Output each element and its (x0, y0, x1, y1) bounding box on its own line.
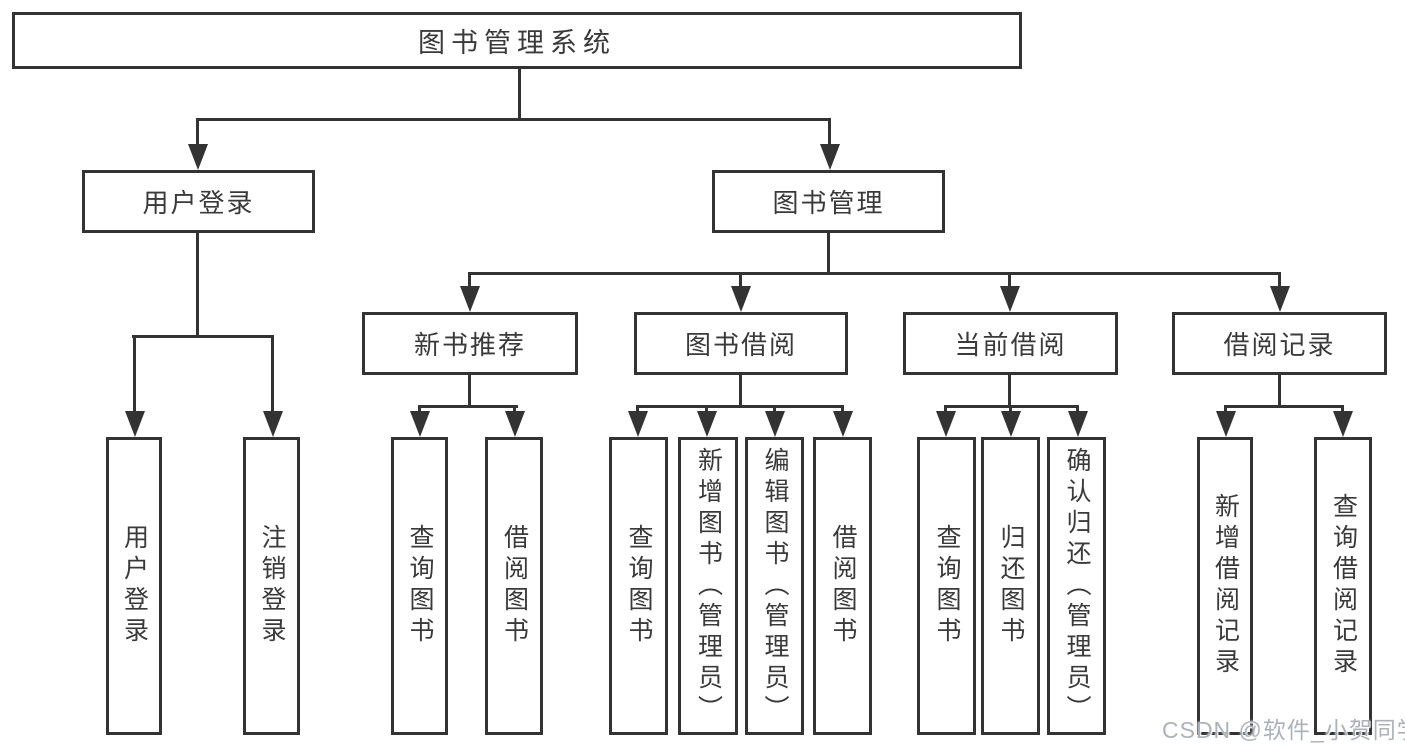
arrow-to-leaf-query-book-2 (627, 405, 648, 437)
arrow-to-leaf-confirm-return (1067, 405, 1088, 437)
node-root: 图书管理系统 (12, 12, 1022, 69)
leaf-add-borrow-record: 新增借阅记录 (1197, 437, 1253, 735)
arrow-to-current-borrow (999, 272, 1020, 312)
leaf-borrow-book-1-label: 借阅图书 (500, 524, 529, 648)
node-root-label: 图书管理系统 (418, 28, 616, 58)
leaf-query-book-3: 查询图书 (917, 437, 976, 735)
leaf-return-book: 归还图书 (981, 437, 1040, 735)
arrow-to-leaf-logout (262, 335, 283, 437)
connector-borrow-records-rail (1224, 405, 1343, 408)
leaf-return-book-label: 归还图书 (997, 524, 1025, 648)
connector-book-mgmt-rail (468, 272, 1281, 275)
node-current-borrow-label: 当前借阅 (954, 330, 1067, 360)
arrow-to-leaf-borrow-book-2 (832, 405, 853, 437)
leaf-add-book-admin: 新增图书（管理员） (678, 437, 738, 735)
leaf-query-borrow-record: 查询借阅记录 (1314, 437, 1372, 735)
leaf-user-login-label: 用户登录 (120, 524, 149, 648)
arrow-to-book-management (819, 118, 840, 170)
connector-root-rail (196, 118, 831, 121)
node-user-login: 用户登录 (82, 170, 315, 233)
node-book-management: 图书管理 (712, 170, 945, 233)
connector-book-borrow-rail (636, 405, 844, 408)
leaf-borrow-book-2: 借阅图书 (813, 437, 872, 735)
connector-book-mgmt-stem (827, 233, 830, 272)
connector-new-book-stem (468, 375, 471, 405)
leaf-query-book-1: 查询图书 (391, 437, 448, 735)
arrow-to-leaf-user-login (124, 335, 145, 437)
node-book-borrow-label: 图书借阅 (684, 330, 797, 360)
leaf-query-borrow-record-label: 查询借阅记录 (1329, 493, 1358, 679)
leaf-confirm-return-admin-label: 确认归还（管理员） (1063, 446, 1091, 726)
leaf-edit-book-admin: 编辑图书（管理员） (745, 437, 804, 735)
arrow-to-leaf-query-record (1332, 405, 1353, 437)
arrow-to-leaf-edit-book (764, 405, 785, 437)
leaf-query-book-1-label: 查询图书 (406, 524, 434, 648)
arrow-to-user-login (187, 118, 208, 170)
arrow-to-leaf-borrow-book-1 (504, 405, 525, 437)
leaf-borrow-book-2-label: 借阅图书 (829, 524, 857, 648)
arrow-to-borrow-records (1269, 272, 1290, 312)
arrow-to-leaf-return-book (1000, 405, 1021, 437)
node-new-book-recommend: 新书推荐 (362, 312, 578, 375)
arrow-to-new-book-rec (459, 272, 480, 312)
leaf-confirm-return-admin: 确认归还（管理员） (1047, 437, 1106, 735)
leaf-logout: 注销登录 (243, 437, 300, 735)
connector-user-login-rail (132, 335, 274, 338)
arrow-to-book-borrow (730, 272, 751, 312)
node-borrow-records-label: 借阅记录 (1223, 330, 1336, 360)
arrow-to-leaf-add-book (696, 405, 717, 437)
csdn-watermark: CSDN @软件_小贺同学 (1162, 717, 1405, 743)
leaf-add-book-admin-label: 新增图书（管理员） (694, 446, 723, 726)
node-borrow-records: 借阅记录 (1172, 312, 1387, 375)
connector-root-stem (518, 69, 521, 118)
arrow-to-leaf-query-book-1 (409, 405, 430, 437)
leaf-logout-label: 注销登录 (258, 524, 286, 648)
arrow-to-leaf-add-record (1215, 405, 1236, 437)
node-user-login-label: 用户登录 (142, 188, 255, 218)
leaf-query-book-2: 查询图书 (609, 437, 668, 735)
leaf-query-book-3-label: 查询图书 (933, 524, 961, 648)
connector-new-book-rail (418, 405, 518, 408)
leaf-add-borrow-record-label: 新增借阅记录 (1211, 493, 1240, 679)
connector-current-borrow-stem (1008, 375, 1011, 405)
leaf-borrow-book-1: 借阅图书 (485, 437, 543, 735)
node-new-book-recommend-label: 新书推荐 (413, 330, 526, 360)
node-book-borrow: 图书借阅 (634, 312, 848, 375)
connector-borrow-records-stem (1278, 375, 1281, 405)
connector-user-login-stem (196, 233, 199, 335)
leaf-user-login: 用户登录 (106, 437, 162, 735)
leaf-query-book-2-label: 查询图书 (625, 524, 653, 648)
leaf-edit-book-admin-label: 编辑图书（管理员） (761, 446, 789, 726)
connector-book-borrow-stem (739, 375, 742, 405)
node-current-borrow: 当前借阅 (903, 312, 1118, 375)
arrow-to-leaf-query-book-3 (935, 405, 956, 437)
node-book-management-label: 图书管理 (772, 188, 885, 218)
